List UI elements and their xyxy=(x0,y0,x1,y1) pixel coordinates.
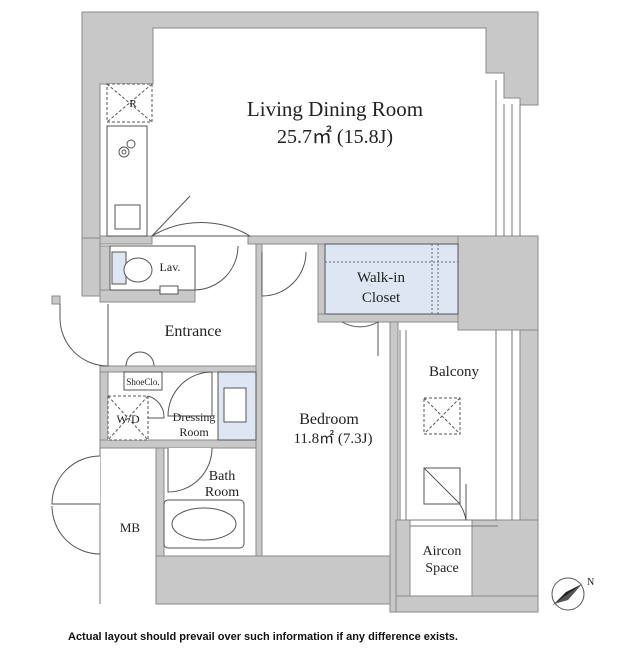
right-block-wall xyxy=(457,235,539,331)
entrance-lower-wall xyxy=(99,365,257,373)
front-door xyxy=(59,304,109,367)
toilet-tank-icon xyxy=(159,285,179,295)
closet-door xyxy=(341,321,379,356)
shoe-closet-doors xyxy=(125,351,155,367)
wd-door xyxy=(147,395,165,419)
sink-icon xyxy=(114,204,141,230)
lav-label: Lav. xyxy=(160,260,181,274)
shoe-closet xyxy=(123,371,163,391)
dressing-label-2: Room xyxy=(179,425,209,439)
disclaimer-note: Actual layout should prevail over such i… xyxy=(68,631,458,643)
stove-burner-icon-2 xyxy=(126,139,136,149)
kitchen xyxy=(106,83,153,237)
bedroom-name: Bedroom xyxy=(299,411,359,428)
lavatory xyxy=(109,245,196,295)
bedroom-area: 11.8㎡ (7.3J) xyxy=(293,430,372,447)
closet-bottom-wall xyxy=(317,313,459,323)
wd-label: W/D xyxy=(116,412,140,426)
fridge-icon xyxy=(106,83,153,123)
aircon-bottom-wall xyxy=(395,595,539,613)
aircon-label-1: Aircon xyxy=(423,544,462,559)
ldr-door xyxy=(150,222,252,237)
compass: N xyxy=(551,577,594,611)
wd-left-wall xyxy=(99,371,109,449)
lav-bottom-wall xyxy=(99,289,196,303)
windows xyxy=(99,80,521,604)
walk-in-closet-fill xyxy=(324,243,459,315)
bathtub-basin-icon xyxy=(171,507,237,541)
mb-door-upper xyxy=(51,455,101,505)
balcony-label: Balcony xyxy=(429,364,479,380)
mb-top-wall xyxy=(99,439,257,449)
fridge-label: R xyxy=(129,98,137,110)
walls xyxy=(51,11,539,613)
balcony-right-rail xyxy=(519,329,539,521)
left-upper-wall xyxy=(81,237,101,297)
aircon-label-2: Space xyxy=(425,561,458,576)
toilet-icon xyxy=(123,257,153,283)
utility xyxy=(107,371,257,549)
living-room-name: Living Dining Room xyxy=(247,97,423,121)
mb-door-lower xyxy=(51,505,101,555)
walk-in-closet-label-1: Walk-in xyxy=(357,270,405,286)
balcony-fixtures xyxy=(423,397,461,505)
top-wall xyxy=(81,11,539,239)
entrance-left-wall xyxy=(51,295,61,305)
dressing-label-1: Dressing xyxy=(173,410,216,424)
dressing-mirror-icon xyxy=(223,387,247,423)
bath-label-2: Room xyxy=(205,485,239,500)
closet-frame-wall xyxy=(317,243,326,323)
bottom-wall xyxy=(155,555,397,605)
compass-north-label: N xyxy=(587,577,594,588)
ldr-bottom-wall xyxy=(99,235,153,245)
walk-in-closet-label-2: Closet xyxy=(362,290,401,306)
bedroom-door xyxy=(261,251,307,297)
shoe-closet-label: ShoeClo. xyxy=(126,377,159,387)
lav-left-wall xyxy=(99,245,111,297)
mb-label: MB xyxy=(120,520,141,535)
bedroom-left-wall xyxy=(255,243,263,557)
stove-burner-icon-3 xyxy=(121,149,127,155)
dressing-door xyxy=(167,371,213,417)
entrance-label: Entrance xyxy=(165,323,222,340)
bath-door xyxy=(167,447,213,493)
wd-space xyxy=(107,395,149,441)
doors xyxy=(51,195,467,555)
living-room-area: 25.7㎡ (15.8J) xyxy=(277,124,393,148)
lav-door xyxy=(194,245,239,291)
bath-label-1: Bath xyxy=(209,469,235,484)
